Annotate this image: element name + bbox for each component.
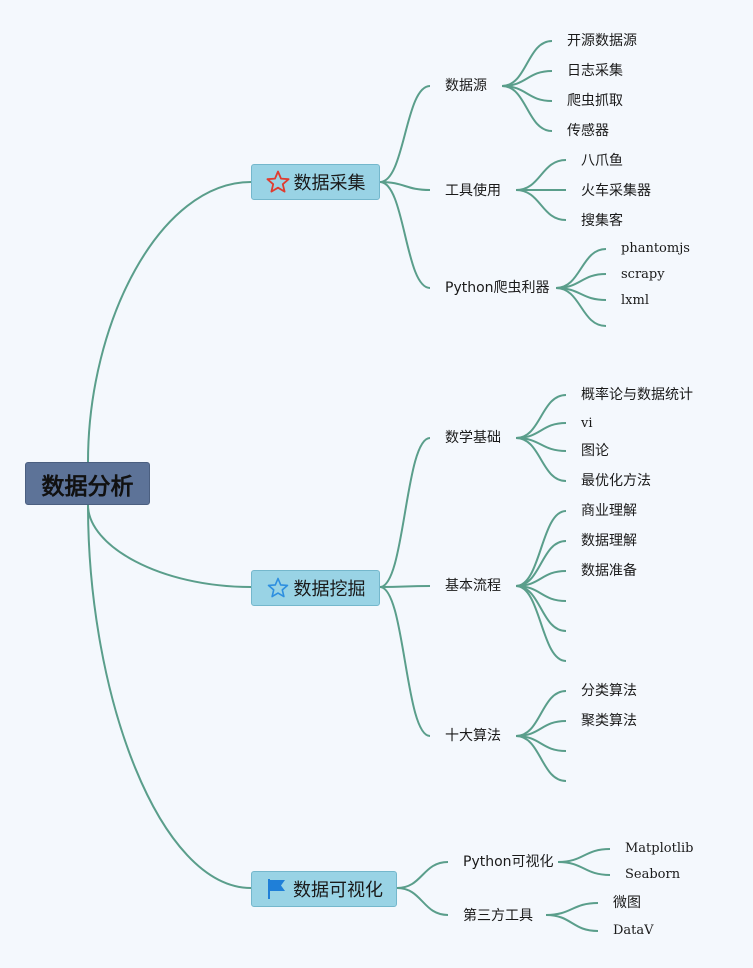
- subtopic-data-source[interactable]: 数据源: [442, 77, 490, 95]
- topic-label: 数据采集: [293, 173, 366, 194]
- subtopic-tools[interactable]: 工具使用: [442, 182, 504, 200]
- subtopic-math-basics[interactable]: 数学基础: [442, 429, 504, 447]
- flag-blue-icon: [265, 877, 289, 901]
- subtopic-python-visualization[interactable]: Python可视化: [460, 853, 557, 871]
- edge-topic-0-sub-1: [379, 181, 431, 191]
- edge-topic-0-sub-0: [379, 85, 431, 183]
- leaf-seaborn[interactable]: Seaborn: [625, 867, 681, 882]
- topic-data-visualization[interactable]: 数据可视化: [251, 871, 397, 907]
- edge-topic-2-sub-1: [396, 887, 449, 916]
- leaf-matplotlib[interactable]: Matplotlib: [625, 841, 694, 856]
- star-outline-red-icon: [265, 170, 290, 194]
- edge-topic-1-sub-0: [379, 437, 431, 588]
- edge-fan-6-leaf-0: [557, 848, 611, 863]
- subtopic-top-ten-algorithms[interactable]: 十大算法: [442, 727, 504, 745]
- leaf-huoche-collector[interactable]: 火车采集器: [581, 183, 651, 199]
- edge-topic-0-sub-2: [379, 181, 431, 289]
- edge-fan-1-leaf-2: [515, 189, 567, 221]
- subtopic-third-party-tools[interactable]: 第三方工具: [460, 907, 536, 925]
- topic-label: 数据挖掘: [293, 579, 366, 600]
- edge-topic-2-sub-0: [396, 861, 449, 889]
- leaf-soujike[interactable]: 搜集客: [581, 213, 623, 229]
- root-label: 数据分析: [41, 473, 134, 500]
- leaf-crawler[interactable]: 爬虫抓取: [567, 93, 623, 109]
- leaf-graph-theory[interactable]: 图论: [581, 443, 609, 459]
- edge-fan-0-leaf-3: [501, 85, 553, 132]
- leaf-clustering[interactable]: 聚类算法: [581, 713, 637, 729]
- subtopic-basic-process[interactable]: 基本流程: [442, 577, 504, 595]
- leaf-classification[interactable]: 分类算法: [581, 683, 637, 699]
- leaf-bazhuayu[interactable]: 八爪鱼: [581, 153, 623, 169]
- edge-root-topic-0: [87, 181, 252, 463]
- leaf-phantomjs[interactable]: phantomjs: [621, 241, 690, 256]
- leaf-weitu[interactable]: 微图: [613, 895, 641, 911]
- edge-root-topic-1: [87, 504, 252, 588]
- leaf-lxml[interactable]: lxml: [621, 293, 649, 308]
- leaf-vi[interactable]: vi: [581, 416, 593, 431]
- leaf-datav[interactable]: DataV: [613, 923, 654, 938]
- leaf-data-understanding[interactable]: 数据理解: [581, 533, 637, 549]
- leaf-open-source-data[interactable]: 开源数据源: [567, 33, 637, 49]
- topic-label: 数据可视化: [293, 880, 383, 901]
- edge-fan-7-leaf-0: [545, 902, 599, 916]
- root-node[interactable]: 数据分析: [25, 462, 150, 505]
- topic-data-collection[interactable]: 数据采集: [251, 164, 380, 200]
- edge-topic-1-sub-2: [379, 586, 431, 737]
- subtopic-python-crawler[interactable]: Python爬虫利器: [442, 279, 553, 297]
- edge-topic-1-sub-1: [379, 585, 431, 588]
- edge-fan-6-leaf-1: [557, 861, 611, 876]
- leaf-data-preparation[interactable]: 数据准备: [581, 563, 637, 579]
- topic-data-mining[interactable]: 数据挖掘: [251, 570, 380, 606]
- edge-fan-2-leaf-3: [555, 287, 607, 327]
- edge-fan-1-leaf-0: [515, 159, 567, 191]
- leaf-business-understanding[interactable]: 商业理解: [581, 503, 637, 519]
- edge-fan-5-leaf-3: [515, 735, 567, 782]
- edge-fan-3-leaf-3: [515, 437, 567, 482]
- edge-fan-2-leaf-0: [555, 248, 607, 289]
- leaf-scrapy[interactable]: scrapy: [621, 267, 665, 282]
- star-outline-blue-icon: [266, 576, 290, 600]
- edge-fan-4-leaf-5: [515, 585, 567, 662]
- leaf-sensor[interactable]: 传感器: [567, 123, 609, 139]
- edge-root-topic-2: [87, 504, 252, 889]
- leaf-probability-statistics[interactable]: 概率论与数据统计: [581, 387, 693, 403]
- leaf-log-collection[interactable]: 日志采集: [567, 63, 623, 79]
- leaf-optimization[interactable]: 最优化方法: [581, 473, 651, 489]
- edge-fan-7-leaf-1: [545, 914, 599, 932]
- edge-fan-4-leaf-0: [515, 510, 567, 587]
